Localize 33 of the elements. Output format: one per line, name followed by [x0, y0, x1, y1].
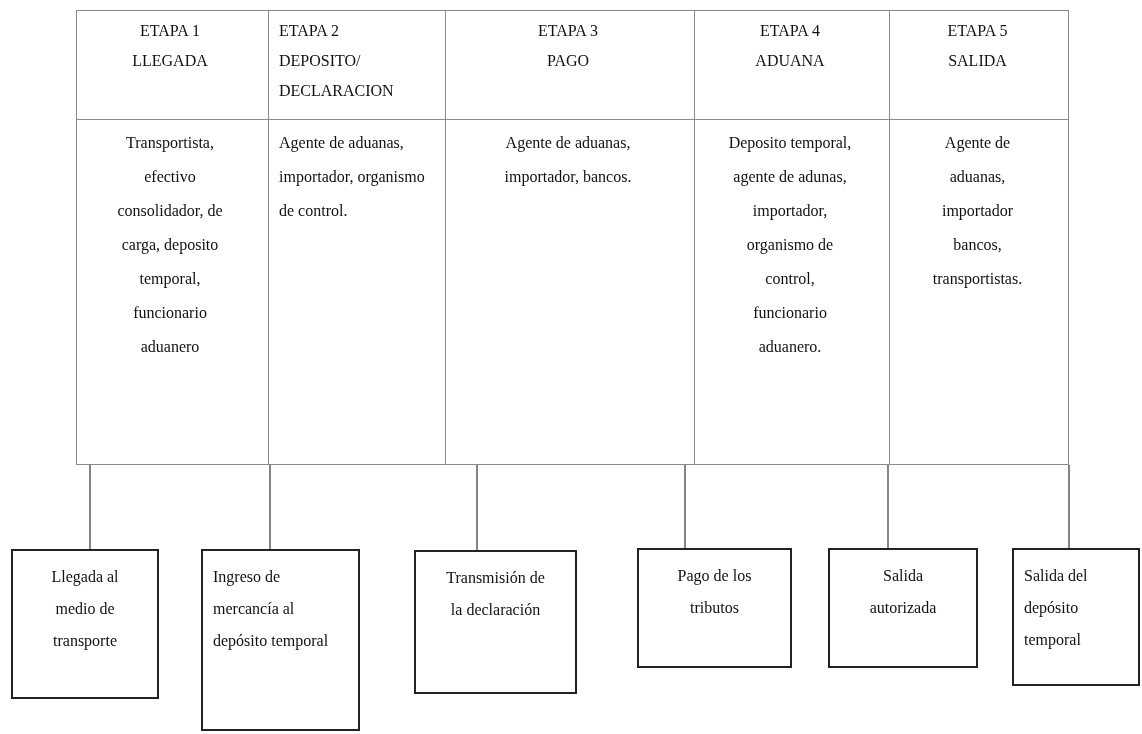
- column-header: ETAPA 3 PAGO: [537, 21, 599, 71]
- cell-text: Deposito temporal, agente de adunas, importador, organismo de control, funcionario aduanero.: [727, 133, 853, 357]
- step-text: Salida del depósito temporal: [1024, 566, 1089, 651]
- step-box: [11, 549, 159, 699]
- table-grid: [76, 10, 1069, 465]
- step-text: Ingreso de mercancía al depósito temporal: [213, 567, 330, 652]
- step-box: [201, 549, 360, 731]
- step-box: [637, 548, 792, 668]
- step-box: [828, 548, 978, 668]
- column-header: ETAPA 5 SALIDA: [946, 21, 1009, 71]
- cell-text: Transportista, efectivo consolidador, de carga, deposito temporal, funcionario aduanero: [116, 133, 224, 357]
- step-text: Salida autorizada: [868, 566, 938, 618]
- column-header: ETAPA 2 DEPOSITO/ DECLARACION: [279, 21, 395, 101]
- step-box: [414, 550, 577, 694]
- table-cell: [446, 10, 695, 120]
- table-cell: [76, 10, 269, 120]
- connector-line: [887, 464, 889, 549]
- step-text: Transmisión de la declaración: [445, 568, 546, 620]
- step-text: Pago de los tributos: [676, 566, 753, 618]
- connector-line: [89, 464, 91, 550]
- cell-text: Agente de aduanas, importador, organismo de control.: [279, 133, 426, 221]
- table-cell: [269, 10, 446, 120]
- table-cell: [695, 10, 890, 120]
- column-header: ETAPA 4 ADUANA: [754, 21, 826, 71]
- connector-line: [684, 464, 686, 549]
- step-box: [1012, 548, 1140, 686]
- step-text: Llegada al medio de transporte: [50, 567, 120, 652]
- column-header: ETAPA 1 LLEGADA: [131, 21, 209, 71]
- connector-line: [1068, 464, 1070, 549]
- cell-text: Agente de aduanas, importador, bancos.: [503, 133, 633, 188]
- connector-line: [476, 464, 478, 551]
- connector-line: [269, 464, 271, 550]
- cell-text: Agente de aduanas, importador bancos, transportistas.: [931, 133, 1024, 290]
